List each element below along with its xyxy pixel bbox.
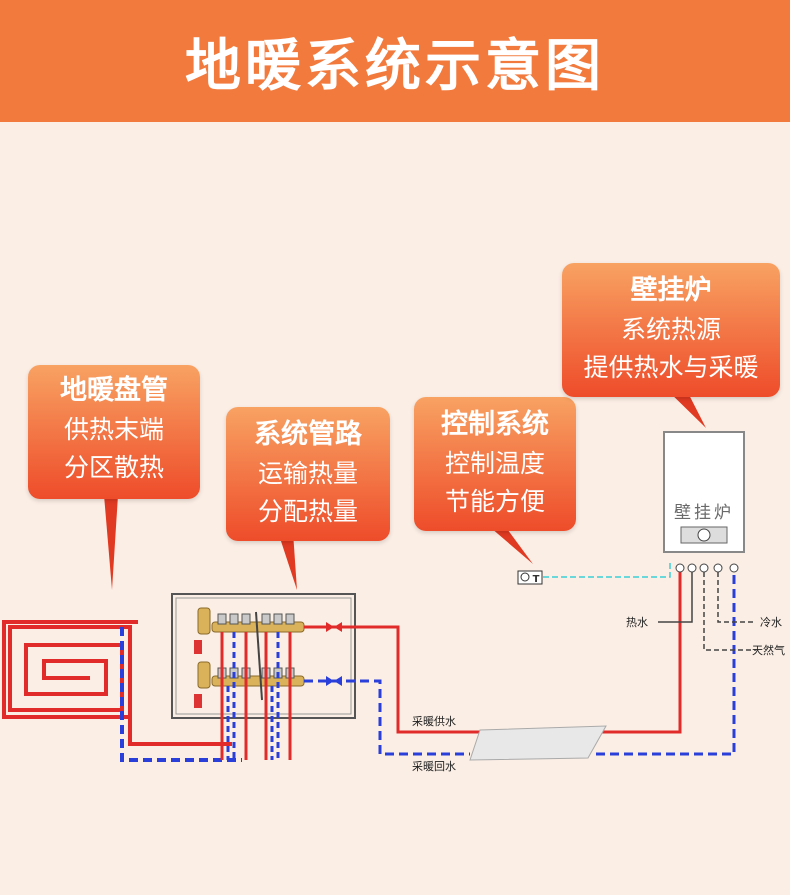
header-banner: 地暖系统示意图 [0, 0, 790, 122]
heating-return-line [304, 679, 470, 756]
coil-callout-title: 地暖盘管 [60, 375, 168, 406]
air-vent [197, 661, 211, 689]
hot-water-label: 热水 [626, 616, 648, 629]
thermostat-label: T [533, 574, 540, 585]
coil-outer-loop [2, 620, 138, 719]
natural-gas-label: 天然气 [752, 643, 785, 657]
cold-water-label: 冷水 [760, 616, 782, 629]
boiler-label: 壁挂炉 [674, 503, 734, 523]
control-system: T [517, 562, 671, 585]
pipe-callout-line1: 运输热量 [257, 459, 358, 488]
heating-supply-line [304, 625, 490, 734]
coil-supply-loop [8, 625, 130, 712]
boiler-return-line [596, 570, 736, 756]
control-wire [543, 562, 671, 578]
pipe-callout-line2: 分配热量 [257, 497, 358, 526]
boiler-callout: 壁挂炉 系统热源 提供热水与采暖 [562, 263, 780, 397]
floor-coil [2, 620, 242, 762]
gas-line [703, 572, 756, 651]
pipe-callout: 系统管路 运输热量 分配热量 [226, 407, 390, 541]
coil-callout-pointer [104, 495, 118, 590]
boiler-callout-line1: 系统热源 [620, 315, 721, 344]
air-vent [197, 607, 211, 635]
control-callout-line1: 控制温度 [444, 449, 545, 478]
control-callout-pointer [484, 522, 533, 564]
page-title: 地暖系统示意图 [185, 33, 605, 99]
boiler-callout-line2: 提供热水与采暖 [583, 353, 759, 382]
boiler-supply-line [596, 570, 682, 734]
heating-supply-label: 采暖供水 [412, 714, 456, 728]
pipe-callout-pointer [278, 532, 297, 590]
coil-callout: 地暖盘管 供热末端 分区散热 [28, 365, 200, 499]
main-pipes [304, 570, 736, 756]
cold-water-line [717, 572, 756, 623]
manifold-box [171, 593, 356, 719]
coil-callout-line2: 分区散热 [63, 453, 164, 482]
coil-return-line [120, 627, 242, 762]
control-callout-title: 控制系统 [441, 409, 549, 440]
manifold-cabinet [171, 593, 356, 760]
coil-supply-line [128, 625, 232, 746]
wall-boiler: 壁挂炉 [658, 431, 756, 651]
pipe-callout-title: 系统管路 [254, 419, 362, 450]
heating-return-label: 采暖回水 [412, 760, 456, 773]
buffer-tank [469, 725, 607, 761]
hot-water-line [658, 572, 693, 623]
boiler-callout-title: 壁挂炉 [630, 275, 712, 306]
control-callout-line2: 节能方便 [444, 487, 545, 516]
coil-callout-line1: 供热末端 [63, 415, 164, 444]
control-callout: 控制系统 控制温度 节能方便 [414, 397, 576, 531]
